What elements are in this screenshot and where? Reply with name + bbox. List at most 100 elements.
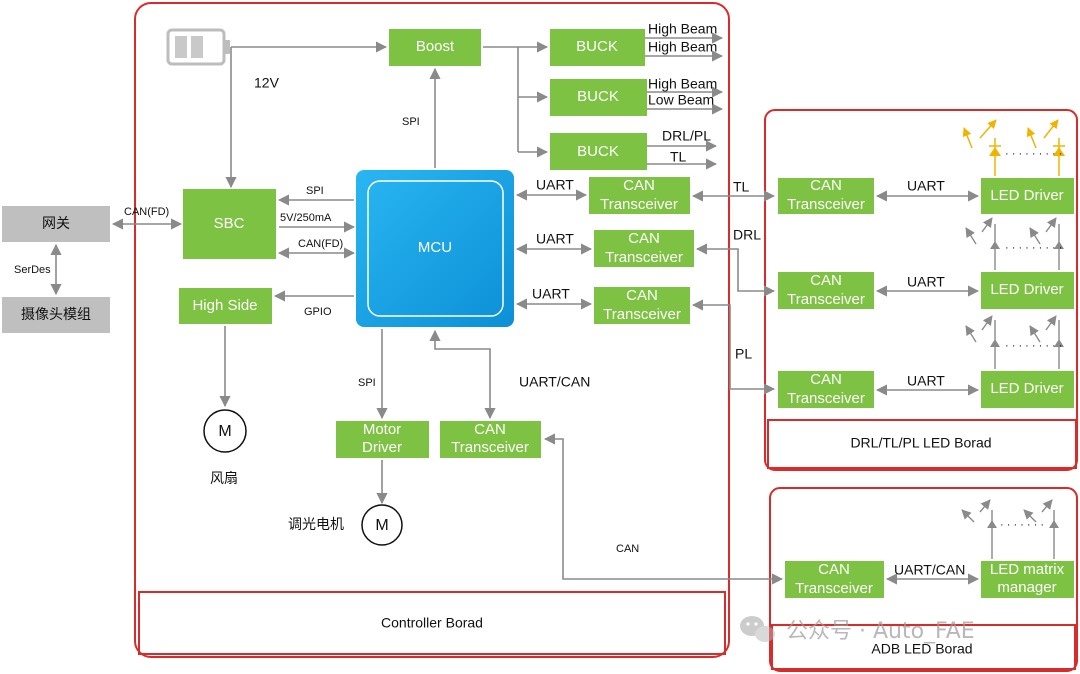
led-driver-3: [981, 371, 1074, 408]
mcu-block: [356, 170, 514, 327]
led-can1-label-1: CAN: [810, 177, 842, 194]
controller-board-label-frame: [138, 591, 726, 655]
camera-module-label: 摄像头模组: [21, 307, 91, 323]
buck3-out1-label: DRL/PL: [662, 128, 711, 144]
gateway-block: [2, 206, 110, 242]
wechat-icon: [740, 616, 775, 642]
mcu-to-bottom-can: [429, 329, 496, 420]
led-board-label: DRL/TL/PL LED Borad: [850, 435, 991, 451]
boost-label: Boost: [416, 38, 455, 55]
gpio-label: GPIO: [304, 306, 332, 318]
led-can3-label-1: CAN: [810, 371, 842, 388]
uart-can-label: UART/CAN: [519, 374, 590, 390]
drl-link-label: DRL: [733, 227, 761, 243]
adb-can-label-2: Transceiver: [795, 580, 873, 597]
can-tl-label-1: CAN: [623, 177, 655, 194]
led-driver-1-label: LED Driver: [990, 187, 1063, 204]
buck-block-3: [550, 133, 647, 170]
led-can-transceiver-3: [778, 371, 874, 408]
led-dots-2: · · · · · · · · ·: [1005, 242, 1062, 254]
serdes-label: SerDes: [14, 264, 51, 276]
sbc-label: SBC: [214, 215, 245, 232]
high-side-label: High Side: [192, 297, 257, 314]
led-dots-3: · · · · · · · · ·: [1005, 340, 1062, 352]
can-transceiver-bottom: [440, 421, 541, 458]
led-can2-label-2: Transceiver: [787, 291, 865, 308]
buck3-out2-label: TL: [670, 149, 687, 165]
led-driver-3-label: LED Driver: [990, 380, 1063, 397]
led-matrix-label-2: manager: [997, 579, 1056, 596]
can-transceiver-drl: [594, 230, 694, 267]
canfd-gateway-label: CAN(FD): [124, 206, 169, 218]
led-diode-array-3: [965, 315, 1064, 369]
buck2-label: BUCK: [577, 88, 619, 105]
led-uart-label-1: UART: [907, 178, 945, 194]
spi-motor-label: SPI: [358, 377, 376, 389]
camera-module-block: [2, 297, 110, 333]
buck1-out2-label: High Beam: [648, 39, 717, 55]
led-matrix-manager: [981, 561, 1074, 598]
adb-board-label: ADB LED Borad: [871, 641, 972, 657]
uart-label-1: UART: [536, 177, 574, 193]
led-diode-array-2: [965, 217, 1064, 270]
can-transceiver-pl: [594, 287, 690, 324]
dimming-motor-icon: [361, 504, 403, 546]
led-dots-1: · · · · · · · · ·: [1005, 148, 1062, 160]
can-transceiver-tl: [589, 177, 690, 214]
sbc-block: [183, 189, 276, 259]
led-can-transceiver-2: [778, 272, 874, 309]
can-drl-label-1: CAN: [628, 230, 660, 247]
tl-link-label: TL: [733, 179, 750, 195]
drl-can-link: [695, 243, 776, 297]
buck2-out2-label: Low Beam: [648, 92, 714, 108]
adb-can-label-1: CAN: [818, 561, 850, 578]
fan-motor-symbol: M: [218, 423, 231, 440]
motor-driver-label-1: Motor: [363, 421, 401, 438]
spi-sbc-label: SPI: [306, 185, 324, 197]
adb-can-transceiver: [785, 561, 884, 598]
voltage-label: 12V: [254, 75, 280, 91]
buck1-label: BUCK: [576, 38, 618, 55]
fan-label: 风扇: [210, 471, 238, 487]
led-can3-label-2: Transceiver: [787, 390, 865, 407]
can-tl-label-2: Transceiver: [600, 196, 678, 213]
canfd-sbc-label: CAN(FD): [298, 238, 343, 250]
can-bus-to-adb: [543, 433, 784, 585]
dimming-motor-label: 调光电机: [288, 517, 344, 533]
led-driver-2-label: LED Driver: [990, 281, 1063, 298]
spi-boost-label: SPI: [402, 116, 420, 128]
can-pl-label-2: Transceiver: [603, 306, 681, 323]
can-bottom-label-2: Transceiver: [451, 439, 529, 456]
led-driver-1: [981, 178, 1074, 214]
can-drl-label-2: Transceiver: [605, 249, 683, 266]
gateway-label: 网关: [42, 216, 70, 232]
pl-can-link: [691, 299, 776, 395]
uart-label-3: UART: [532, 286, 570, 302]
led-driver-2: [981, 272, 1074, 309]
motor-driver-label-2: Driver: [362, 439, 402, 456]
motor-driver-block: [336, 421, 429, 458]
led-uart-label-2: UART: [907, 274, 945, 290]
buck1-out1-label: High Beam: [648, 21, 717, 37]
high-side-block: [179, 288, 272, 324]
mcu-inner-frame: [367, 180, 504, 317]
led-uart-label-3: UART: [907, 373, 945, 389]
adb-uart-can-label: UART/CAN: [894, 562, 965, 578]
mcu-label: MCU: [418, 239, 452, 256]
can-pl-label-1: CAN: [626, 287, 658, 304]
pl-link-label: PL: [735, 346, 752, 362]
adb-board-label-frame: [771, 624, 1076, 670]
led-can1-label-2: Transceiver: [787, 196, 865, 213]
led-matrix-label-1: LED matrix: [990, 561, 1065, 578]
adb-dots: · · · · · · ·: [1000, 519, 1044, 531]
uart-label-2: UART: [536, 231, 574, 247]
buck-block-2: [550, 79, 647, 116]
can-bus-label: CAN: [616, 543, 639, 555]
can-bottom-label-1: CAN: [474, 421, 506, 438]
fan-motor-icon: [203, 409, 247, 453]
battery-icon: [166, 28, 230, 66]
buck-block-1: [550, 29, 645, 66]
watermark-text: 公众号 · Auto_FAE: [786, 619, 975, 644]
adb-led-diode-array: [961, 499, 1059, 559]
